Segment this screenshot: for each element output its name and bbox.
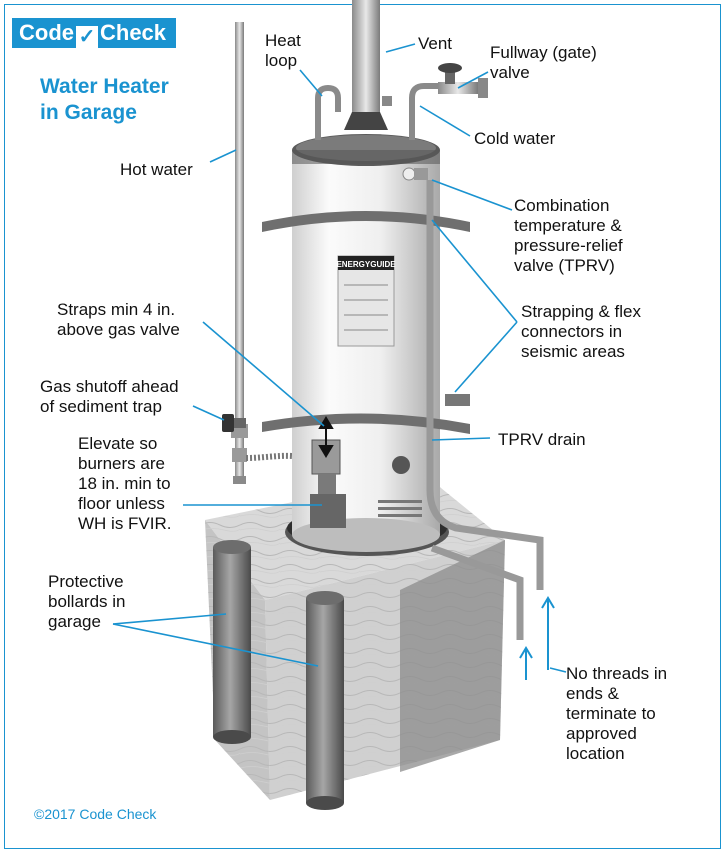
logo-text-left: Code [19, 20, 74, 45]
label-gas-shutoff: Gas shutoff ahead of sediment trap [40, 377, 179, 416]
label-gate-valve: Fullway (gate) valve [490, 43, 597, 82]
codecheck-logo: Code✓Check [12, 18, 176, 48]
drain-end-arrows [519, 596, 555, 680]
label-bollards: Protective bollards in garage [48, 572, 126, 631]
label-strapping-flex: Strapping & flex connectors in seismic a… [521, 302, 642, 361]
energyguide-text: ENERGYGUIDE [336, 260, 396, 269]
tprv-and-drain [402, 167, 544, 640]
seismic-straps [262, 211, 470, 434]
vent-flue [344, 0, 388, 130]
checkmark-icon: ✓ [76, 26, 98, 48]
protective-bollards [213, 540, 344, 810]
title-line-1: Water Heater [40, 75, 169, 98]
label-no-threads: No threads in ends & terminate to approv… [566, 664, 668, 763]
label-cold-water: Cold water [474, 129, 556, 148]
hot-water-pipe [231, 22, 248, 484]
clearance-arrow [318, 416, 334, 458]
logo-text-right: Check [100, 20, 167, 45]
label-vent: Vent [418, 34, 453, 53]
heat-loop-pipes [315, 83, 440, 140]
label-heat-loop: Heat loop [265, 31, 301, 70]
copyright-notice: ©2017 Code Check [34, 806, 157, 822]
gas-shutoff-valve [222, 414, 246, 432]
title-line-2: in Garage [40, 101, 137, 124]
energyguide-sticker: ENERGYGUIDE [336, 255, 396, 347]
diagram-title: Water Heater in Garage [40, 74, 210, 126]
label-tprv-drain: TPRV drain [498, 430, 586, 449]
leader-lines [112, 43, 567, 673]
gate-valve [438, 63, 488, 98]
label-tprv: Combination temperature & pressure-relie… [514, 196, 623, 275]
label-hot-water: Hot water [120, 160, 193, 179]
label-elevate: Elevate so burners are 18 in. min to flo… [78, 434, 172, 533]
label-straps: Straps min 4 in. above gas valve [57, 300, 180, 339]
